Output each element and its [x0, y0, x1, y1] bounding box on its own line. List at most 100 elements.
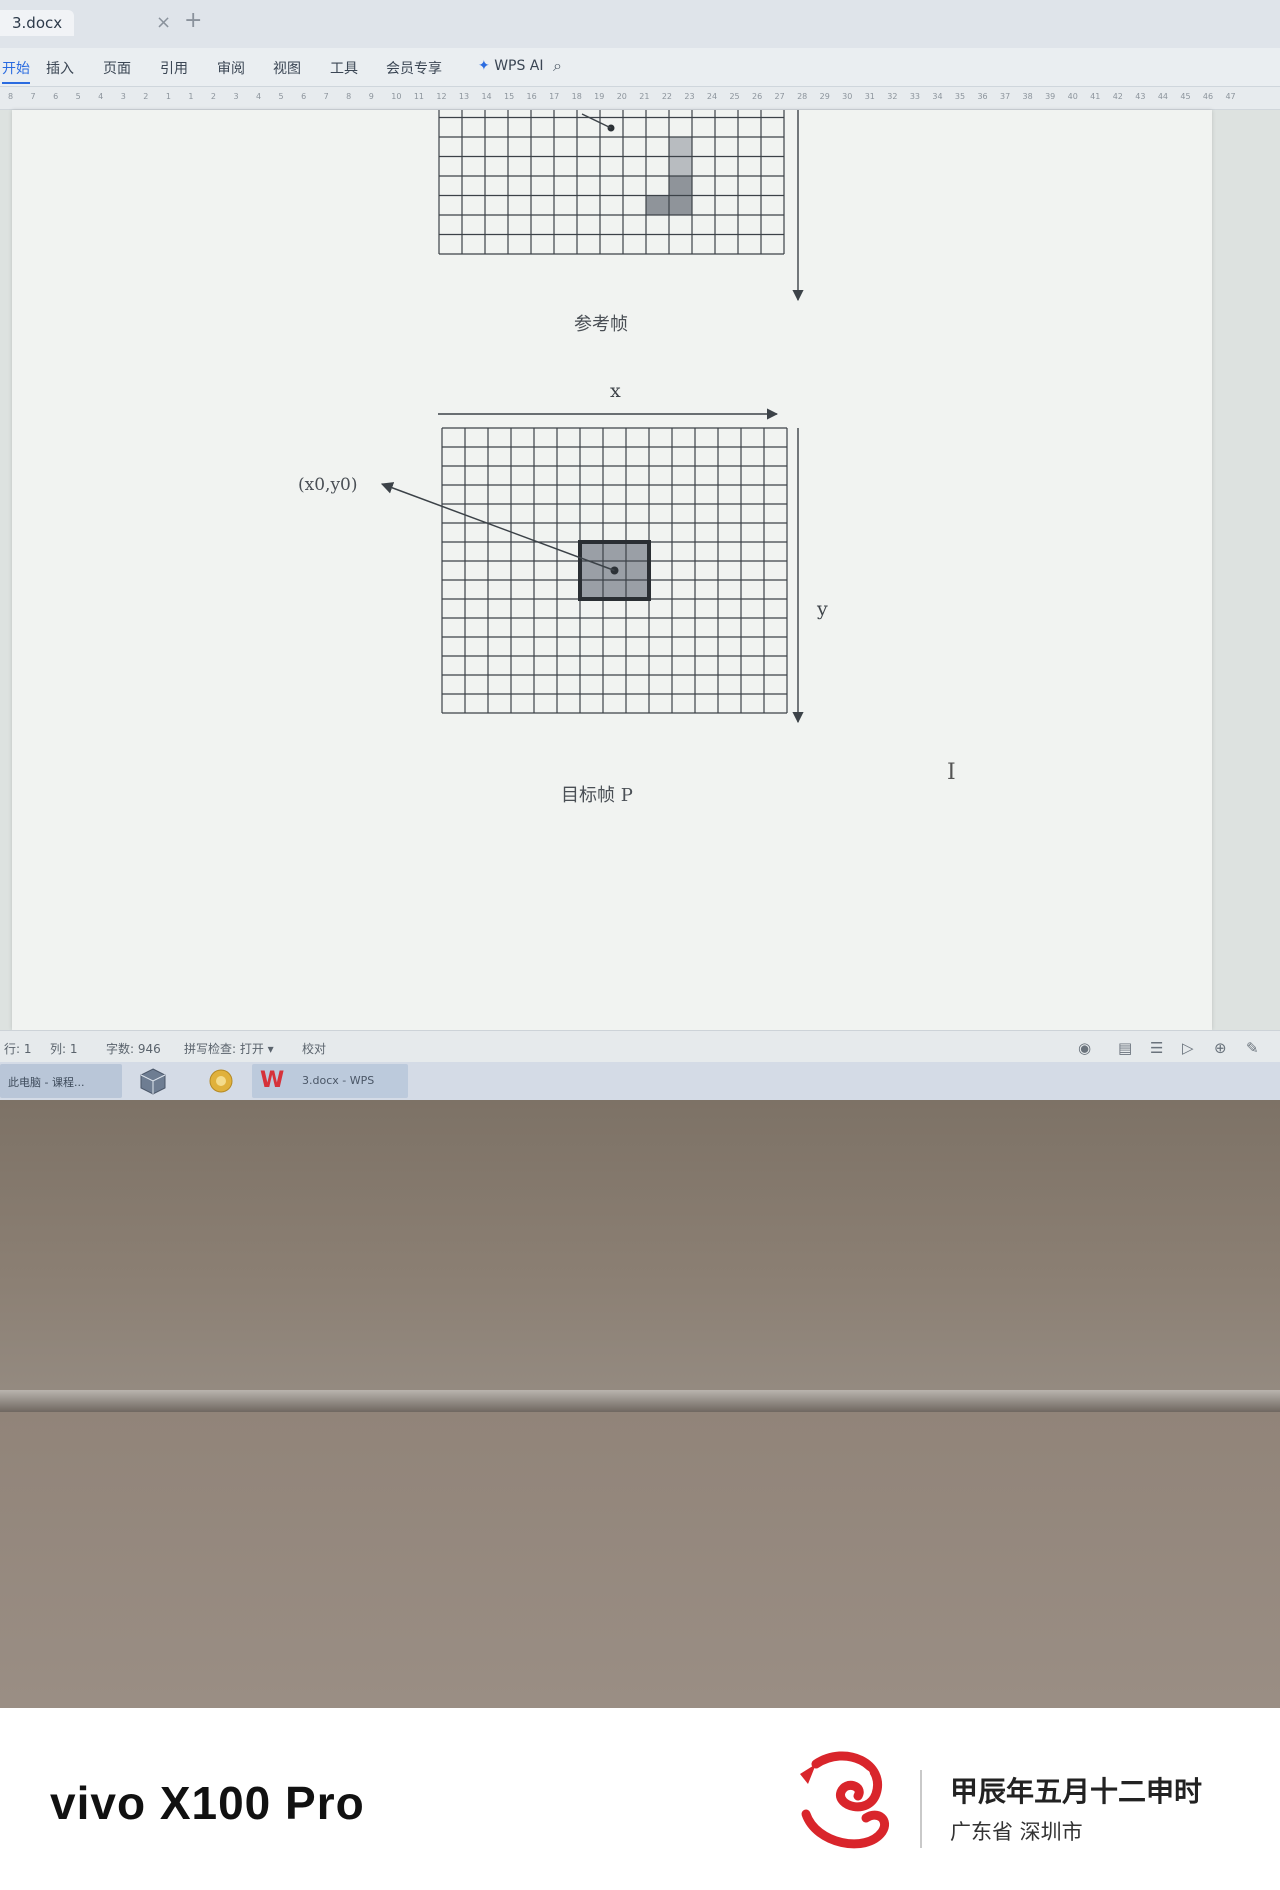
ruler-tick: 35 — [954, 92, 966, 101]
ruler-tick: 39 — [1045, 92, 1056, 101]
title-tab-bar: 3.docx × + — [0, 0, 1280, 49]
ruler-tick: 33 — [909, 92, 920, 101]
ruler-tick: 36 — [977, 92, 988, 101]
taskbar-cube-app[interactable] — [130, 1064, 176, 1098]
reference-frame-caption: 参考帧 — [574, 314, 628, 335]
ruler-tick: 5 — [75, 92, 81, 101]
ruler-tick: 23 — [684, 92, 695, 101]
ruler-tick: 10 — [391, 92, 402, 101]
ruler-tick: 42 — [1112, 92, 1123, 101]
menu-item-member[interactable]: 会员专享 — [386, 61, 442, 77]
target-frame-grid — [380, 408, 804, 724]
ruler-tick: 37 — [1000, 92, 1011, 101]
menu-item-review[interactable]: 审阅 — [217, 61, 245, 77]
photo-location: 广东省 深圳市 — [950, 1820, 1083, 1844]
target-frame-caption: 目标帧 P — [561, 785, 633, 806]
status-column: 列: 1 — [50, 1042, 78, 1056]
ruler-tick: 5 — [278, 92, 284, 101]
wps-ai-icon: ✦ — [478, 58, 495, 74]
app-circle-icon — [209, 1069, 233, 1093]
ruler-tick: 26 — [752, 92, 763, 101]
dragon-logo-icon — [800, 1751, 890, 1849]
ruler-tick: 14 — [481, 92, 492, 101]
globe-icon[interactable]: ⊕ — [1214, 1039, 1227, 1057]
ruler-tick: 40 — [1067, 92, 1078, 101]
wps-logo-icon: W — [260, 1068, 285, 1093]
ruler-tick: 2 — [143, 92, 149, 101]
ruler-tick: 20 — [616, 92, 627, 101]
document-page[interactable]: 参考帧 x y (x0,y0) 目标帧 P I — [12, 110, 1212, 1030]
menu-item-start[interactable]: 开始 — [2, 58, 30, 84]
menu-item-page[interactable]: 页面 — [103, 61, 131, 77]
y-axis-label: y — [817, 598, 828, 620]
status-spellcheck[interactable]: 拼写检查: 打开 ▾ — [184, 1042, 274, 1056]
taskbar-explorer-label: 此电脑 - 课程... — [8, 1076, 85, 1089]
ribbon-menu: 开始 插入 页面 引用 审阅 视图 工具 会员专享 ✦ WPS AI ⌕ — [0, 48, 1280, 87]
menu-item-tools[interactable]: 工具 — [330, 61, 358, 77]
page-view-icon[interactable]: ▤ — [1118, 1039, 1133, 1057]
new-tab-icon[interactable]: + — [184, 8, 203, 33]
text-cursor-icon: I — [947, 760, 956, 785]
play-icon[interactable]: ▷ — [1182, 1039, 1194, 1057]
status-bar: 行: 1 列: 1 字数: 946 拼写检查: 打开 ▾ 校对 ◉ ▤ ☰ ▷ … — [0, 1030, 1280, 1063]
ruler-tick: 41 — [1090, 92, 1101, 101]
ruler-tick: 28 — [797, 92, 808, 101]
camera-brand: vivo X100 Pro — [50, 1777, 365, 1829]
ruler-tick: 17 — [549, 92, 560, 101]
ruler-tick: 19 — [594, 92, 605, 101]
ruler-tick: 4 — [256, 92, 262, 101]
point-label: (x0,y0) — [298, 475, 358, 495]
ruler-tick: 2 — [210, 92, 216, 101]
ruler-tick: 22 — [661, 92, 672, 101]
document-tab[interactable]: 3.docx — [0, 10, 75, 36]
wps-ai-label: WPS AI — [494, 58, 544, 74]
footer-divider — [920, 1770, 922, 1848]
ruler-tick: 8 — [8, 92, 14, 101]
taskbar-wps-label: 3.docx - WPS — [302, 1074, 375, 1087]
ruler-tick: 45 — [1180, 92, 1191, 101]
taskbar-yellow-app[interactable] — [198, 1064, 244, 1098]
search-block-border — [578, 540, 651, 601]
menu-item-insert[interactable]: 插入 — [46, 61, 74, 77]
ruler-tick: 29 — [819, 92, 830, 101]
taskbar: 此电脑 - 课程... W 3.docx - WPS — [0, 1062, 1280, 1100]
tab-close-icon[interactable]: × — [156, 12, 172, 33]
projected-screen: 3.docx × + 开始 插入 页面 引用 审阅 视图 工具 会员专享 ✦ W… — [0, 0, 1280, 1100]
search-icon[interactable]: ⌕ — [553, 56, 562, 75]
reference-frame-grid — [438, 110, 804, 302]
ruler-tick: 24 — [706, 92, 718, 101]
ruler-tick: 21 — [639, 92, 650, 101]
wall-below-board — [0, 1412, 1280, 1708]
ruler-tick: 46 — [1202, 92, 1214, 101]
ruler-tick: 38 — [1022, 92, 1033, 101]
ruler-tick: 9 — [368, 92, 374, 101]
ruler-tick: 4 — [98, 92, 104, 101]
ruler-tick: 7 — [323, 92, 329, 101]
ruler-tick: 3 — [120, 92, 126, 101]
ruler-tick: 6 — [301, 92, 307, 101]
status-word-count[interactable]: 字数: 946 — [106, 1042, 161, 1056]
outline-view-icon[interactable]: ☰ — [1150, 1039, 1164, 1057]
ruler-tick: 15 — [504, 92, 515, 101]
wps-ai-button[interactable]: ✦ WPS AI — [478, 58, 544, 74]
menu-item-view[interactable]: 视图 — [273, 61, 301, 77]
menu-item-references[interactable]: 引用 — [160, 61, 188, 77]
taskbar-wps[interactable]: W 3.docx - WPS — [252, 1064, 408, 1098]
ruler-tick: 31 — [864, 92, 875, 101]
status-proofread[interactable]: 校对 — [302, 1042, 327, 1056]
camera-watermark: vivo X100 Pro 甲辰年五月十二申时 广东省 深圳市 — [0, 1708, 1280, 1890]
ruler-tick: 1 — [188, 92, 194, 101]
ruler-tick: 18 — [571, 92, 582, 101]
eye-icon[interactable]: ◉ — [1078, 1039, 1092, 1057]
ruler-tick: 12 — [436, 92, 447, 101]
ruler-tick: 34 — [932, 92, 943, 101]
ruler-tick: 8 — [346, 92, 352, 101]
ruler-tick: 1 — [165, 92, 171, 101]
document-area: 参考帧 x y (x0,y0) 目标帧 P I — [0, 110, 1280, 1030]
pen-icon[interactable]: ✎ — [1246, 1039, 1259, 1057]
ruler-tick: 13 — [458, 92, 470, 101]
status-row: 行: 1 — [4, 1042, 32, 1056]
ruler-tick: 43 — [1135, 92, 1146, 101]
taskbar-explorer[interactable]: 此电脑 - 课程... — [0, 1064, 122, 1098]
